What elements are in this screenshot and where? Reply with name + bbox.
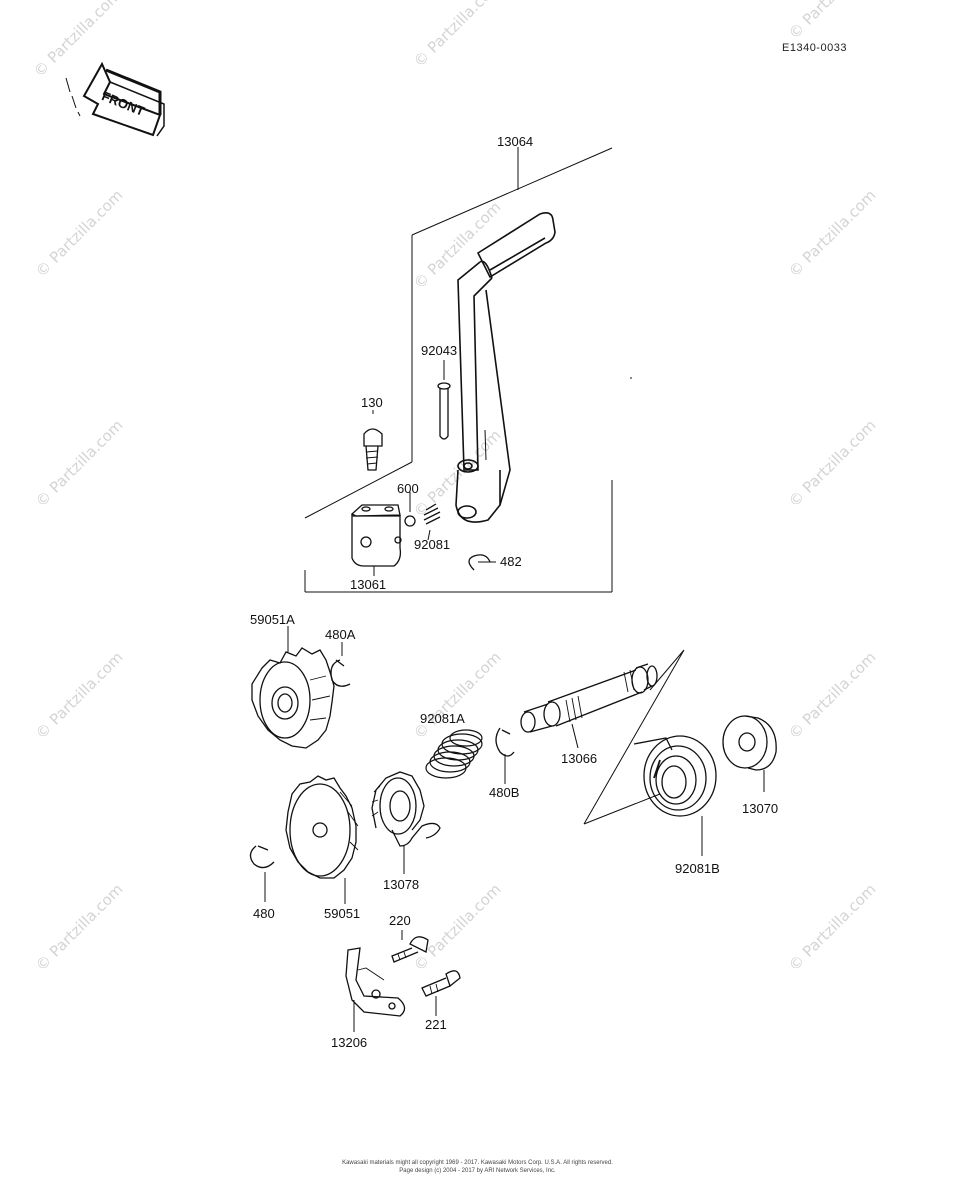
part-label[interactable]: 92081B xyxy=(675,861,720,876)
part-label[interactable]: 130 xyxy=(361,395,383,410)
diagram-code: E1340-0033 xyxy=(782,42,847,54)
clip-480A-part xyxy=(330,659,351,687)
guide-13070-part xyxy=(722,715,777,771)
part-label[interactable]: 13078 xyxy=(383,877,420,892)
spring-92081A-part xyxy=(425,729,483,779)
part-label[interactable]: 220 xyxy=(389,913,411,928)
part-label[interactable]: 480A xyxy=(325,627,356,642)
clamp-13061-part xyxy=(350,504,402,567)
ratchet-13078-part xyxy=(371,771,441,847)
kick-pedal-part xyxy=(455,212,556,523)
front-arrow-icon: FRONT xyxy=(65,61,165,137)
clip-480-part xyxy=(249,845,275,869)
part-label[interactable]: 482 xyxy=(500,554,522,569)
footer-design-credit: Page design (c) 2004 - 2017 by ARI Netwo… xyxy=(399,1168,556,1174)
part-label[interactable]: 92081 xyxy=(414,537,451,552)
shaft-13066-part xyxy=(520,663,658,733)
part-label[interactable]: 13064 xyxy=(497,134,534,149)
part-label[interactable]: 480B xyxy=(489,785,520,800)
part-label[interactable]: 92081A xyxy=(420,711,465,726)
part-label[interactable]: 13066 xyxy=(561,751,598,766)
bolt-130-part xyxy=(363,428,383,471)
part-label[interactable]: 59051A xyxy=(250,612,295,627)
spring-92081B-part xyxy=(633,735,717,817)
spring-92081-part xyxy=(423,503,441,525)
part-label[interactable]: 59051 xyxy=(324,906,361,921)
gear-59051A-part xyxy=(251,647,335,749)
clip-480B-part xyxy=(495,727,515,757)
bolt-221-part xyxy=(421,970,461,997)
gear-59051-part xyxy=(285,775,359,879)
part-label[interactable]: 92043 xyxy=(421,343,458,358)
part-label[interactable]: 13061 xyxy=(350,577,387,592)
ball-600-part xyxy=(404,515,416,527)
part-label[interactable]: 600 xyxy=(397,481,419,496)
bolt-220-part xyxy=(391,936,429,963)
part-label[interactable]: 13070 xyxy=(742,801,779,816)
footer-copyright: Kawasaki materials might all copyright 1… xyxy=(342,1160,613,1166)
bolt-92043-part xyxy=(437,382,451,440)
part-label[interactable]: 221 xyxy=(425,1017,447,1032)
clip-482-part xyxy=(468,554,491,571)
part-label[interactable]: 13206 xyxy=(331,1035,368,1050)
part-label[interactable]: 480 xyxy=(253,906,275,921)
stopper-13206-part xyxy=(345,947,406,1017)
